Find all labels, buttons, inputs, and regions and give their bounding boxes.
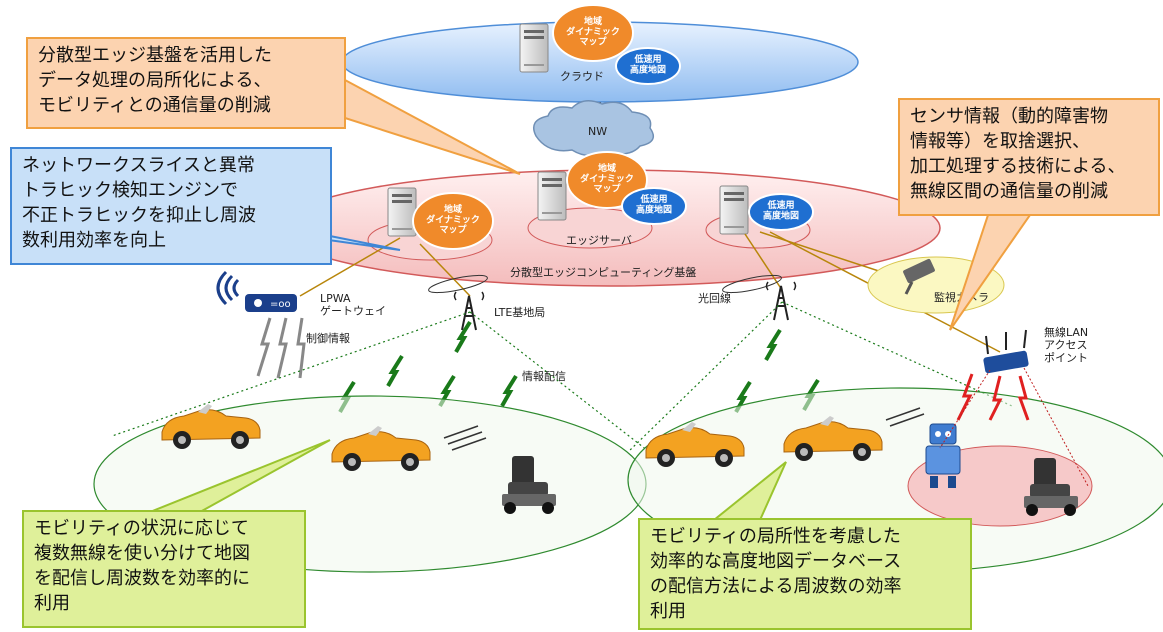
callout-left: ネットワークスライスと異常 トラヒック検知エンジンで 不正トラヒックを抑止し周波…: [10, 147, 332, 265]
robot-icon: [925, 423, 961, 488]
edge-server-center-icon: [537, 171, 567, 221]
camera-icon: [903, 258, 935, 295]
fiber-loop-left: [428, 274, 488, 294]
callout-top-right: センサ情報（動的障害物 情報等）を取捨選択、 加工処理する技術による、 無線区間…: [898, 98, 1160, 216]
cloud-hd-map-text: 低速用高度地図: [630, 53, 666, 75]
coverage-dotted-lines: [111, 301, 1013, 455]
cloud-label: クラウド: [560, 70, 604, 83]
lpwa-radio-bolts: [256, 317, 306, 379]
motion-lines: [443, 407, 925, 451]
fiber-loop-right: [722, 274, 782, 294]
lpwa-gateway-icon: =oo: [216, 270, 297, 312]
cloud-server-icon: [519, 23, 549, 73]
edge-center-hd-map-text: 低速用高度地図: [636, 193, 672, 215]
edge-left-dynamic-map-text: 地域ダイナミックマップ: [426, 203, 480, 236]
wlan-radio-bolts: [956, 373, 1030, 421]
edge-center-dynamic-map-bubble: [566, 151, 648, 209]
callout-top-left: 分散型エッジ基盤を活用した データ処理の局所化による、 モビリティとの通信量の削…: [26, 37, 346, 129]
svg-text:=oo: =oo: [270, 299, 291, 310]
lte-label: LTE基地局: [494, 306, 545, 319]
edge-right-hd-map-text: 低速用高度地図: [763, 199, 799, 221]
info-delivery-label: 情報配信: [522, 370, 566, 383]
control-info-label: 制御情報: [306, 331, 350, 345]
edge-center-hd-map-bubble: [621, 187, 687, 225]
wlan-coverage-lines: [939, 367, 1089, 487]
callout-bottom-right: モビリティの局所性を考慮した 効率的な高度地図データベース の配信方法による周波…: [638, 518, 972, 630]
lte-tower-right-icon: [765, 281, 797, 321]
network-label: NW: [588, 125, 607, 138]
cloud-dynamic-map-bubble: [552, 4, 634, 62]
edge-server-right-icon: [719, 185, 749, 235]
edge-server-left-icon: [387, 187, 417, 237]
edge-center-dynamic-map-text: 地域ダイナミックマップ: [580, 162, 634, 195]
fiber-label: 光回線: [698, 291, 731, 305]
edge-platform-label: 分散型エッジコンピューティング基盤: [510, 265, 696, 279]
edge-left-dynamic-map-bubble: [412, 192, 494, 250]
edge-server-label: エッジサーバ: [566, 234, 632, 247]
cloud-hd-map-bubble: [615, 47, 681, 85]
cloud-dynamic-map-text: 地域ダイナミックマップ: [566, 15, 620, 48]
callout-bottom-left: モビリティの状況に応じて 複数無線を使い分けて地図 を配信し周波数を効率的に 利…: [22, 510, 306, 628]
edge-right-hd-map-bubble: [748, 193, 814, 231]
wlan-ap-icon: [983, 329, 1029, 374]
